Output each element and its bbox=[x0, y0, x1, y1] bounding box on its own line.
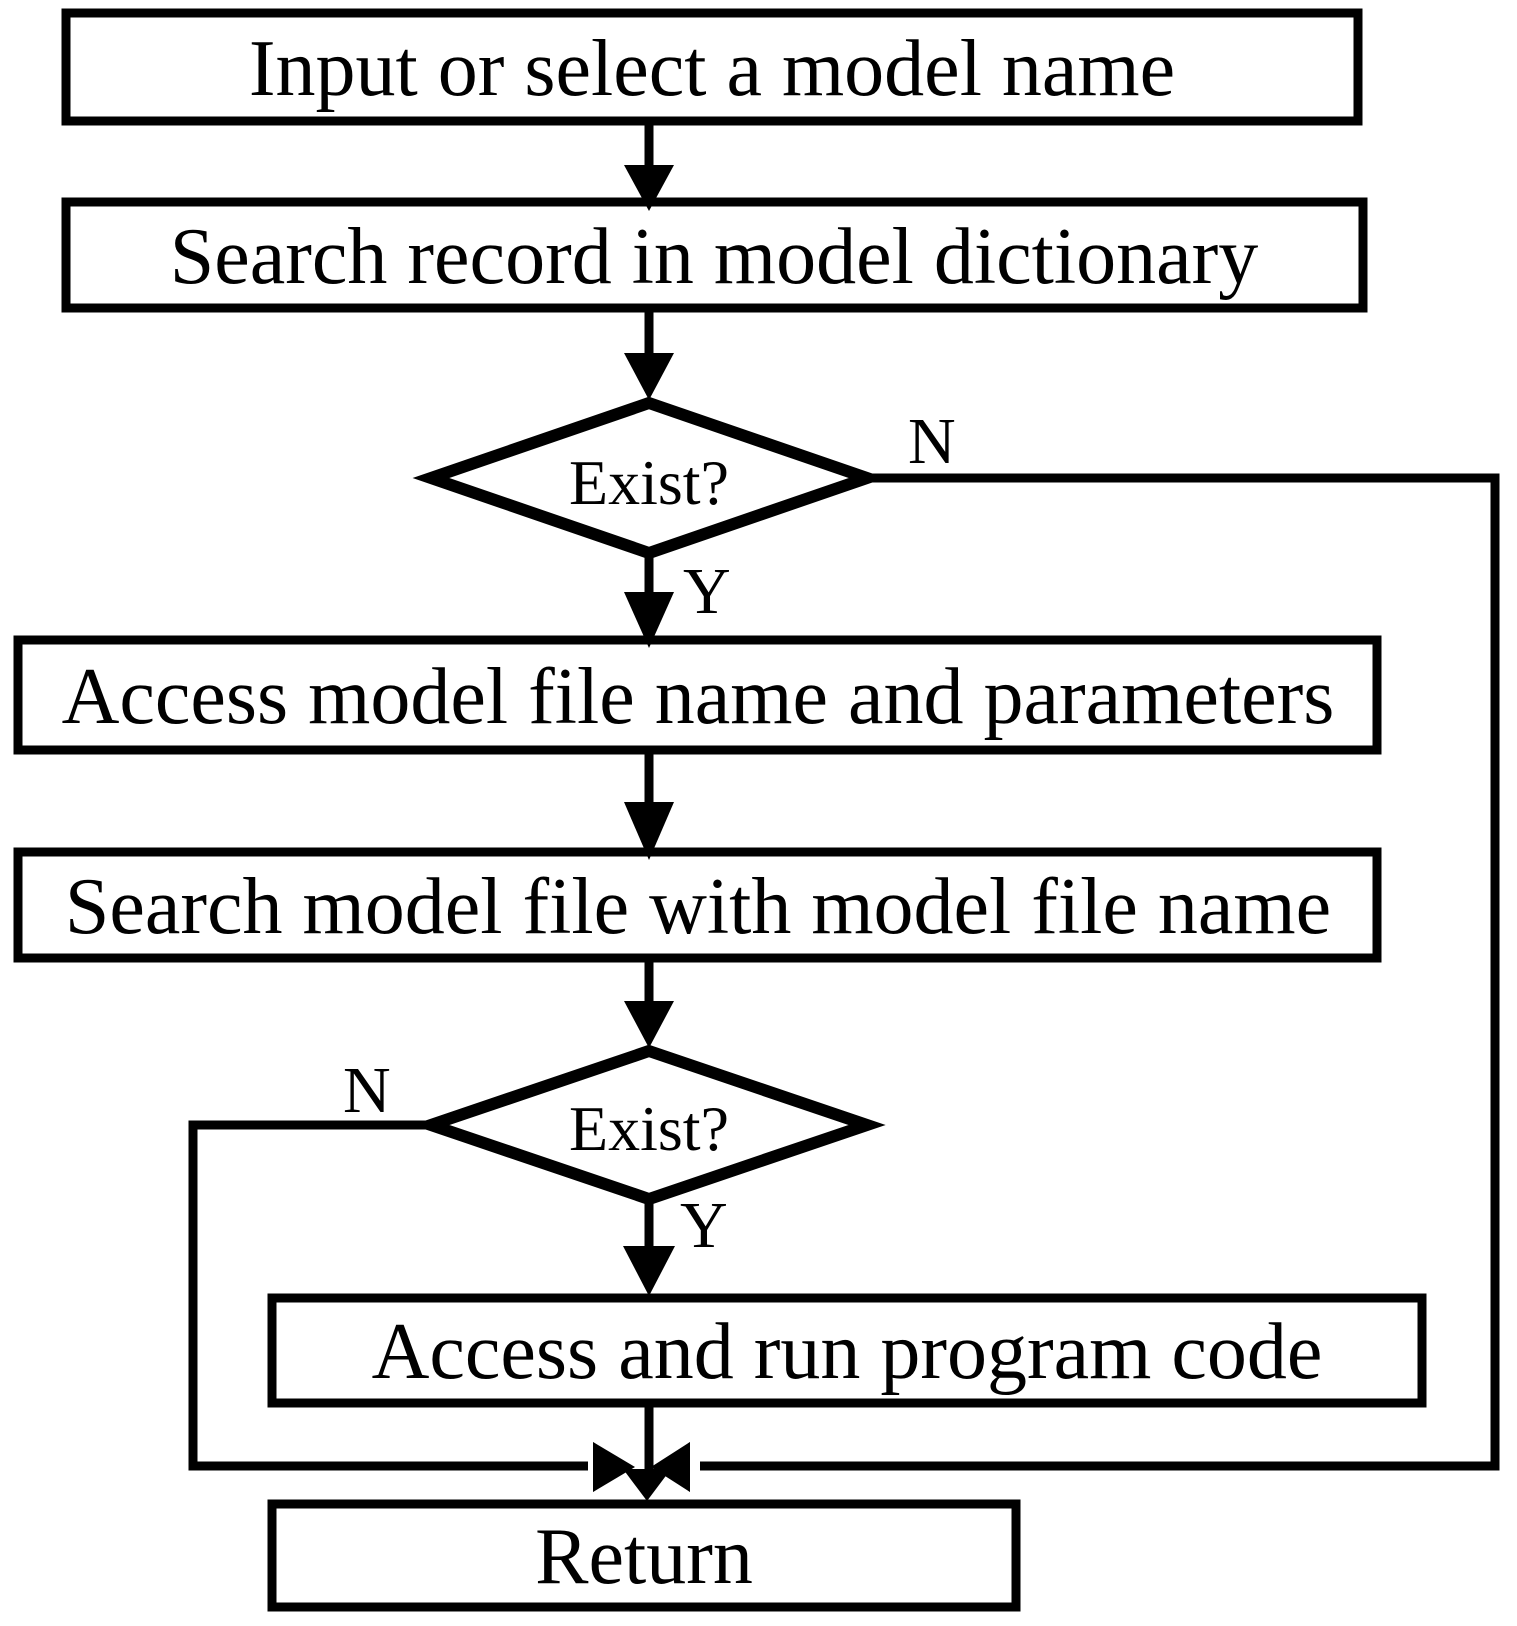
arrowhead-down-icon bbox=[624, 1001, 674, 1048]
edge-exist-dictionary-yes bbox=[624, 553, 674, 648]
edge-search-dictionary-to-exist bbox=[624, 308, 674, 400]
node-exist-dictionary-label: Exist? bbox=[569, 447, 729, 518]
node-search-dictionary-box bbox=[61, 197, 1368, 313]
node-input-box bbox=[61, 8, 1363, 126]
node-search-model-file-label: Search model file with model file name bbox=[65, 863, 1331, 951]
node-input-label: Input or select a model name bbox=[249, 25, 1175, 113]
arrowhead-down-icon bbox=[624, 802, 674, 860]
edge-access-params-to-search-file bbox=[624, 750, 674, 860]
branch-label-dictionary-no: N bbox=[908, 405, 956, 478]
node-exist-model-file-label: Exist? bbox=[569, 1093, 729, 1164]
node-return-label: Return bbox=[535, 1513, 753, 1601]
branch-label-file-no: N bbox=[343, 1054, 391, 1127]
branch-label-file-yes: Y bbox=[680, 1189, 728, 1262]
arrowhead-right-icon bbox=[593, 1442, 635, 1492]
arrowhead-left-icon bbox=[651, 1442, 690, 1492]
arrowhead-down-icon bbox=[624, 592, 674, 648]
node-access-params-box bbox=[13, 635, 1382, 755]
node-access-params-label: Access model file name and parameters bbox=[62, 653, 1335, 741]
arrowhead-down-icon bbox=[624, 353, 674, 400]
node-run-program-label: Access and run program code bbox=[372, 1308, 1323, 1396]
edge-input-to-search-dictionary bbox=[624, 121, 674, 211]
branch-label-dictionary-yes: Y bbox=[683, 555, 731, 628]
edge-exist-dictionary-no bbox=[651, 473, 1500, 1492]
edge-exist-model-file-yes bbox=[623, 1199, 675, 1296]
node-run-program-box bbox=[267, 1293, 1427, 1408]
edge-search-file-to-exist bbox=[624, 958, 674, 1048]
arrowhead-down-icon bbox=[624, 165, 674, 211]
arrowhead-down-icon bbox=[623, 1246, 675, 1296]
edge-exist-model-file-no bbox=[188, 1120, 635, 1492]
arrowhead-down-icon bbox=[623, 1469, 671, 1501]
node-search-dictionary-label: Search record in model dictionary bbox=[170, 213, 1258, 301]
node-return-box bbox=[267, 1499, 1021, 1612]
edge-run-program-to-return bbox=[623, 1403, 671, 1501]
node-search-model-file-box bbox=[13, 847, 1382, 963]
